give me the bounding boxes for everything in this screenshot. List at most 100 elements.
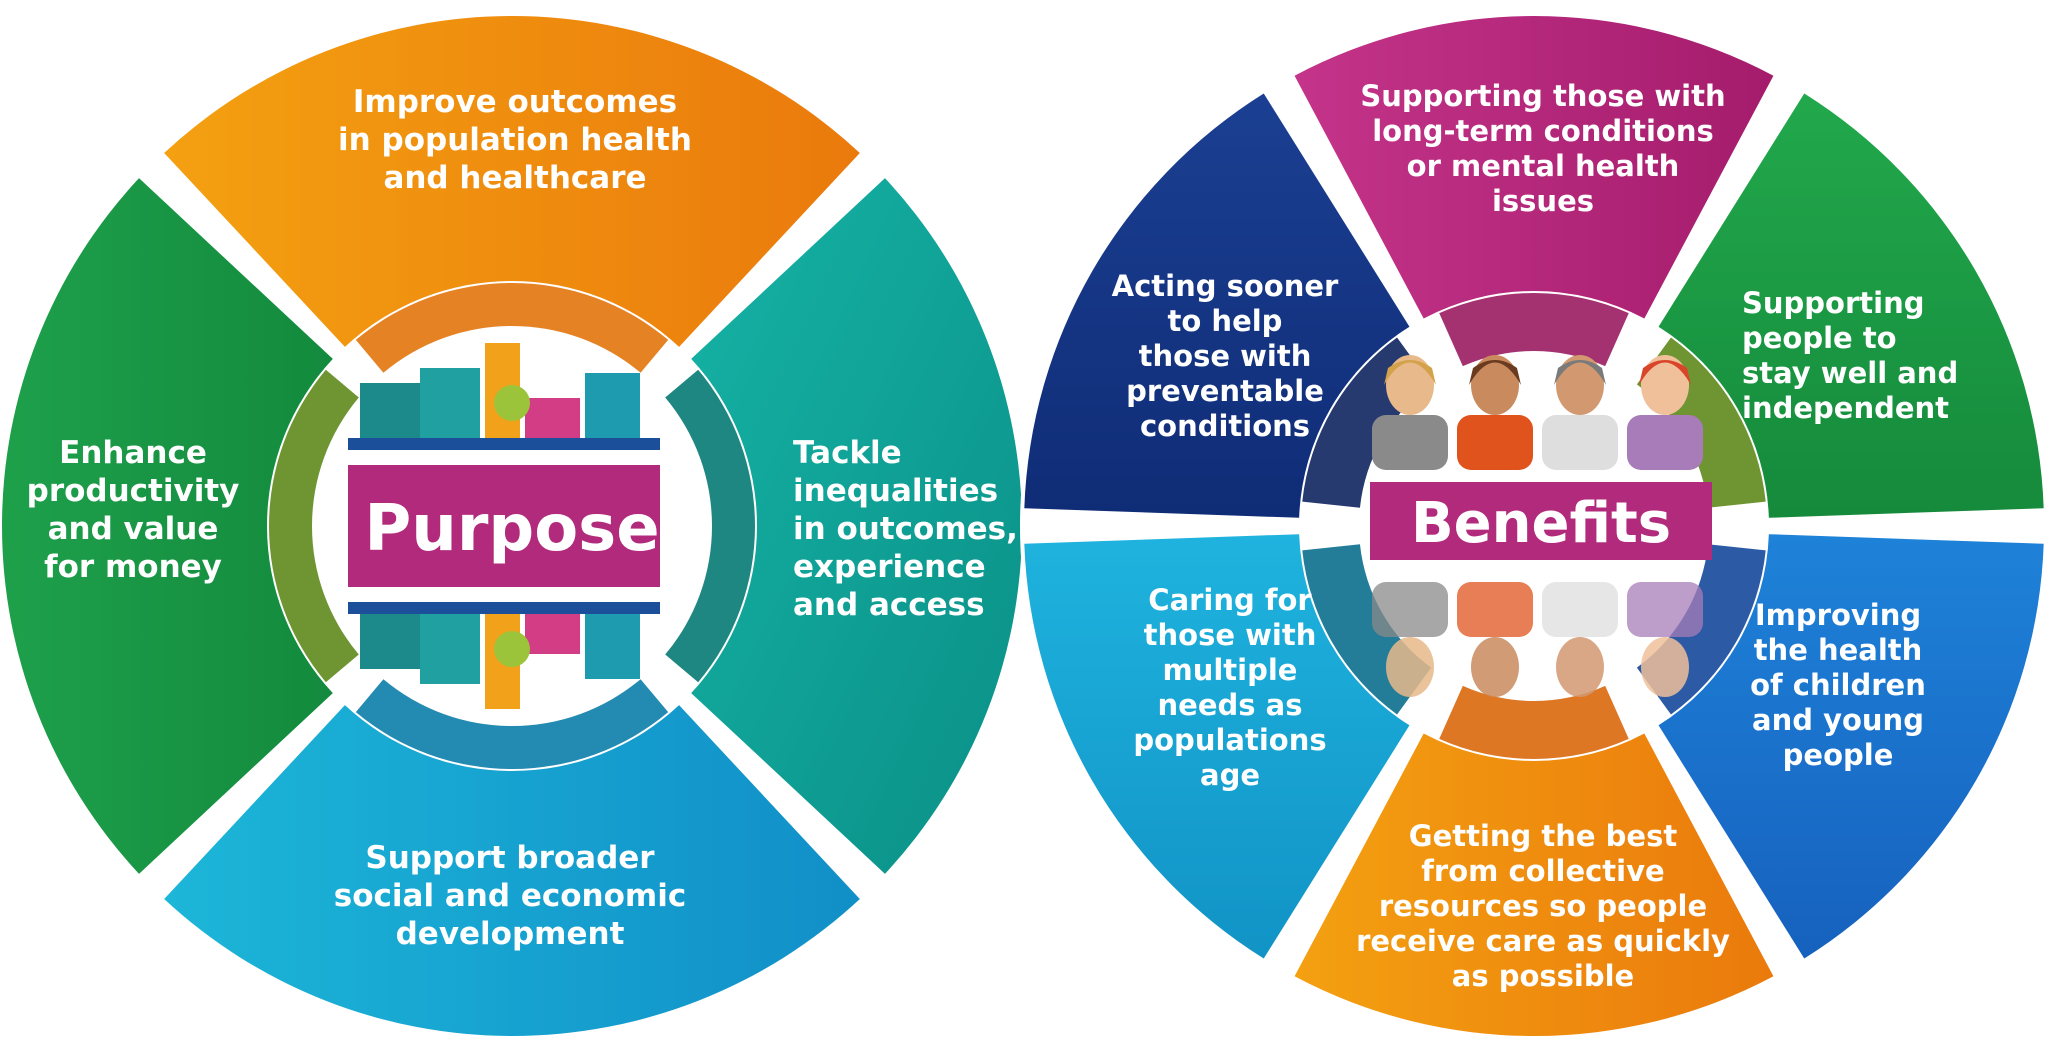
purpose-segment-top	[164, 15, 860, 347]
person-hair	[1384, 360, 1436, 385]
benefits-segment-top-right	[1658, 93, 2044, 518]
purpose-left-label-line: productivity	[27, 473, 240, 509]
purpose-right-label-line: inequalities	[793, 473, 998, 509]
purpose-right-label-line: and access	[793, 587, 985, 623]
purpose-top-label-line: and healthcare	[383, 160, 646, 196]
purpose-bottom-label-line: social and economic	[334, 878, 686, 914]
purpose-bottom-label-line: Support broader	[365, 840, 655, 876]
benefits-top-label-line: Supporting those with	[1360, 79, 1725, 113]
benefits-top-left-label-line: Acting sooner	[1112, 269, 1339, 303]
benefits-segment-bottom-right	[1658, 534, 2044, 959]
benefits-inner-ring-bottom	[1439, 685, 1629, 759]
benefits-title: Benefits	[1411, 491, 1671, 556]
purpose-left-label-line: Enhance	[59, 435, 207, 471]
town-illustration-top	[348, 343, 660, 450]
purpose-inner-ring-bottom	[355, 679, 669, 769]
benefits-top-left-label-line: to help	[1168, 304, 1283, 338]
benefits-top-right-label-line: people to	[1742, 321, 1897, 355]
person-body	[1542, 415, 1618, 470]
person-hair	[1639, 360, 1691, 385]
benefits-top-label-line: or mental health	[1407, 149, 1680, 183]
benefits-bottom-right-label-line: Improving	[1755, 598, 1921, 632]
person-body	[1457, 415, 1533, 470]
people-illustration-bottom	[1372, 582, 1703, 697]
benefits-bottom-right-label-line: people	[1783, 738, 1894, 772]
benefits-bottom-label-line: as possible	[1452, 959, 1634, 993]
benefits-top-right-label-line: independent	[1742, 391, 1949, 425]
benefits-bottom-right-label-line: the health	[1754, 633, 1923, 667]
person-head-reflection	[1641, 637, 1689, 697]
benefits-bottom-label-line: from collective	[1421, 854, 1664, 888]
benefits-top-left-label-line: preventable	[1126, 374, 1324, 408]
purpose-left-label-line: for money	[44, 549, 222, 585]
person-body-reflection	[1542, 582, 1618, 637]
town-building	[525, 398, 580, 438]
benefits-bottom-right-label-line: and young	[1752, 703, 1924, 737]
benefits-top-label-line: issues	[1492, 184, 1594, 218]
benefits-top-right-label-line: stay well and	[1742, 356, 1958, 390]
purpose-banner	[348, 465, 660, 587]
person-body-reflection	[1372, 582, 1448, 637]
town-street	[348, 438, 660, 450]
benefits-top-right-label-line: Supporting	[1742, 286, 1924, 320]
town-street	[348, 602, 660, 614]
town-building	[420, 368, 480, 438]
benefits-inner-ring-top	[1439, 293, 1629, 367]
benefits-top-left-label-line: conditions	[1140, 409, 1310, 443]
benefits-bottom-left-label-line: Caring for	[1148, 583, 1312, 617]
benefits-banner	[1370, 482, 1712, 560]
benefits-bottom-left-label-line: needs as	[1158, 688, 1303, 722]
person-head	[1471, 355, 1519, 415]
benefits-top-label-line: long-term conditions	[1372, 114, 1714, 148]
town-building	[585, 614, 640, 679]
town-building	[420, 614, 480, 684]
person-body	[1627, 415, 1703, 470]
person-head	[1641, 355, 1689, 415]
purpose-right-label-line: experience	[793, 549, 986, 585]
benefits-bottom-label-line: receive care as quickly	[1356, 924, 1730, 958]
purpose-inner-ring-right	[665, 369, 755, 683]
benefits-bottom-left-label-line: age	[1200, 758, 1260, 792]
benefits-segment-top	[1294, 15, 1774, 319]
benefits-top-left-label-line: those with	[1139, 339, 1312, 373]
benefits-bottom-label-line: resources so people	[1379, 889, 1707, 923]
benefits-bottom-right-label-line: of children	[1750, 668, 1926, 702]
purpose-inner-ring-left	[269, 369, 359, 683]
town-tree	[494, 385, 530, 421]
purpose-title: Purpose	[364, 492, 659, 566]
person-head	[1556, 355, 1604, 415]
person-head	[1386, 355, 1434, 415]
town-building	[525, 614, 580, 654]
benefits-segment-top-left	[1024, 93, 1410, 518]
person-body-reflection	[1457, 582, 1533, 637]
benefits-bottom-label-line: Getting the best	[1409, 819, 1678, 853]
purpose-bottom-label-line: development	[396, 916, 625, 952]
town-building	[360, 614, 430, 669]
purpose-top-label-line: in population health	[338, 122, 692, 158]
benefits-bottom-left-label-line: those with	[1144, 618, 1317, 652]
person-body	[1372, 415, 1448, 470]
person-head-reflection	[1556, 637, 1604, 697]
town-building	[360, 383, 430, 438]
benefits-segment-bottom-left	[1024, 534, 1410, 959]
purpose-right-label-line: Tackle	[793, 435, 902, 471]
person-head-reflection	[1471, 637, 1519, 697]
person-hair	[1469, 360, 1521, 385]
benefits-bottom-left-label-line: populations	[1133, 723, 1326, 757]
purpose-inner-ring-top	[355, 283, 669, 373]
purpose-right-label-line: in outcomes,	[793, 511, 1018, 547]
purpose-segment-left	[1, 178, 333, 874]
town-building	[585, 373, 640, 438]
benefits-bottom-left-label-line: multiple	[1163, 653, 1298, 687]
town-tree	[494, 631, 530, 667]
purpose-top-label-line: Improve outcomes	[353, 84, 677, 120]
purpose-segment-bottom	[164, 705, 860, 1037]
person-body-reflection	[1627, 582, 1703, 637]
purpose-left-label-line: and value	[48, 511, 219, 547]
person-head-reflection	[1386, 637, 1434, 697]
people-illustration-top	[1372, 355, 1703, 470]
benefits-segment-bottom	[1294, 733, 1774, 1037]
